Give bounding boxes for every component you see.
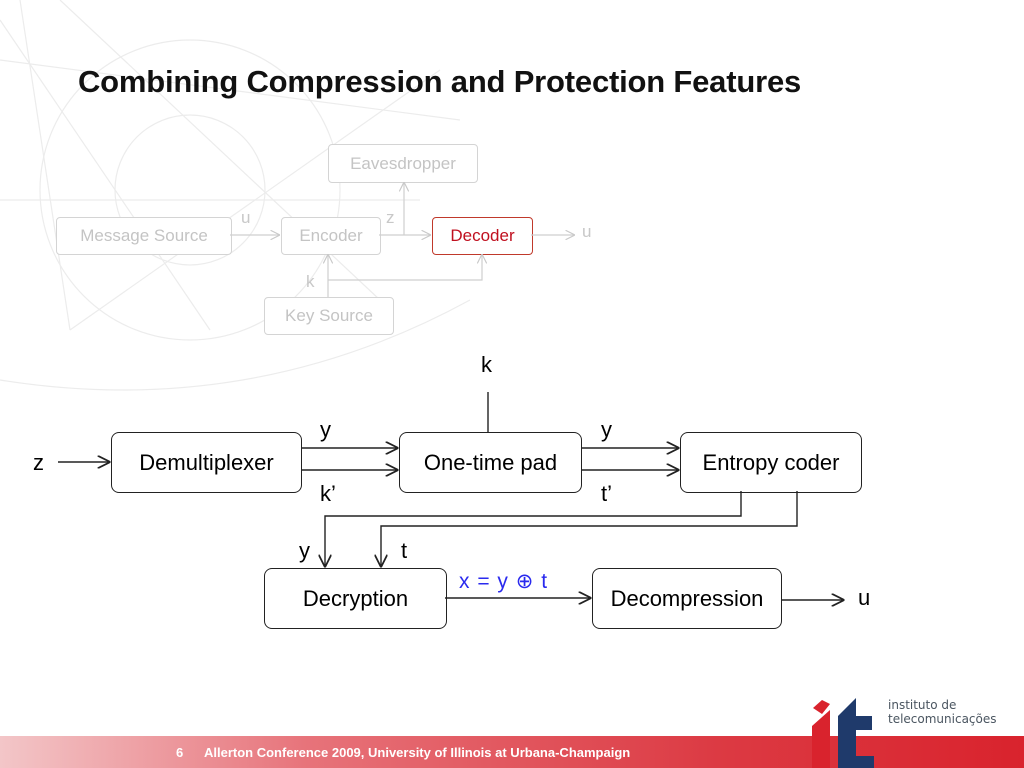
slide-title: Combining Compression and Protection Fea… bbox=[78, 64, 802, 99]
logo-line-2: telecomunicações bbox=[888, 712, 997, 726]
decryption-box: Decryption bbox=[264, 568, 447, 629]
key-k-label: k bbox=[481, 352, 492, 377]
overview-arrow-key-decoder bbox=[328, 255, 482, 281]
xor-formula: x = y ⊕ t bbox=[459, 570, 549, 593]
message-source-box: Message Source bbox=[56, 217, 232, 255]
decryption-in-t-label: t bbox=[401, 538, 408, 563]
otp-out-y-label: y bbox=[601, 417, 612, 442]
otp-out-t-label: t’ bbox=[601, 481, 612, 506]
it-logo-icon bbox=[812, 698, 874, 768]
overview-label-k: k bbox=[306, 272, 315, 291]
logo-line-1: instituto de bbox=[888, 698, 957, 712]
decompression-box: Decompression bbox=[592, 568, 782, 629]
overview-label-u-in: u bbox=[241, 208, 251, 227]
entropy-coder-box: Entropy coder bbox=[680, 432, 862, 493]
output-u-label: u bbox=[858, 585, 871, 610]
input-z-label: z bbox=[33, 450, 44, 475]
demux-out-y-label: y bbox=[320, 417, 331, 442]
key-source-box: Key Source bbox=[264, 297, 394, 335]
demux-out-k-label: k’ bbox=[320, 481, 336, 506]
demultiplexer-box: Demultiplexer bbox=[111, 432, 302, 493]
one-time-pad-box: One-time pad bbox=[399, 432, 582, 493]
footer-conference-text: Allerton Conference 2009, University of … bbox=[204, 745, 631, 760]
overview-label-u-out: u bbox=[582, 222, 592, 241]
overview-label-z: z bbox=[386, 208, 395, 227]
encoder-box: Encoder bbox=[281, 217, 381, 255]
page-number: 6 bbox=[176, 745, 184, 760]
decoder-box: Decoder bbox=[432, 217, 533, 255]
arrow-entropy-decryption-t bbox=[381, 491, 798, 566]
arrow-entropy-decryption-y bbox=[325, 491, 742, 566]
decryption-in-y-label: y bbox=[299, 538, 310, 563]
eavesdropper-box: Eavesdropper bbox=[328, 144, 478, 183]
